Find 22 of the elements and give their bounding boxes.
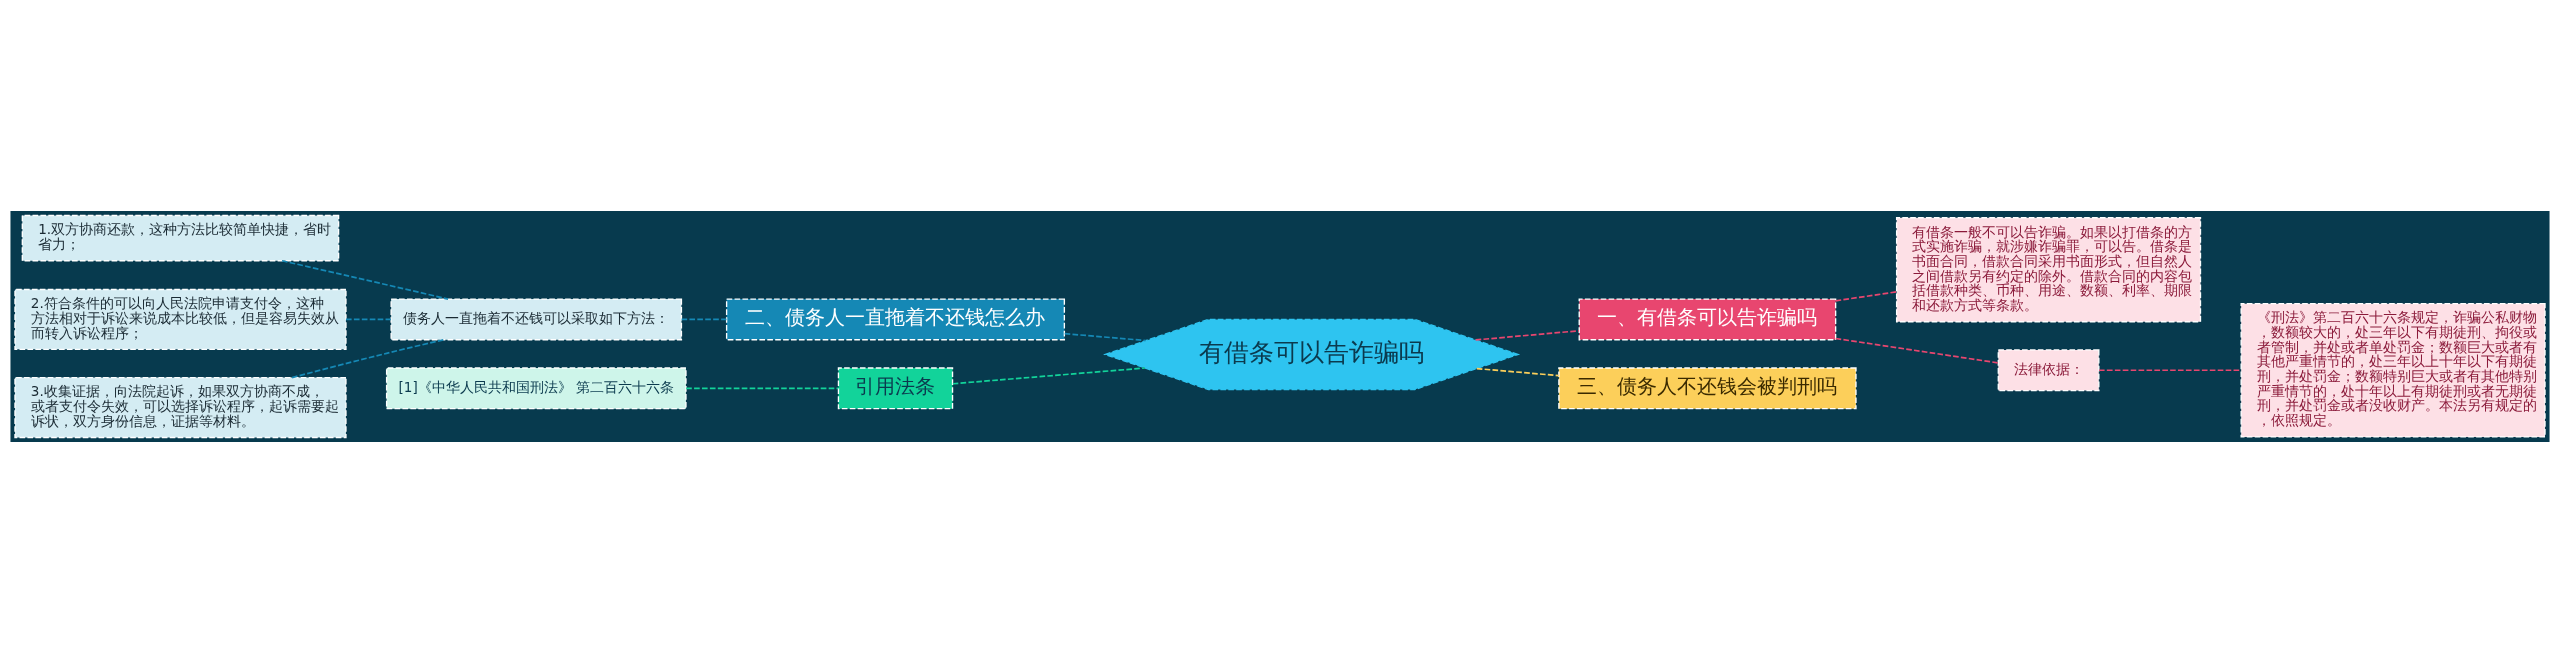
node-box: 一、有借条可以告诈骗吗 [1578,297,1837,340]
node-box: 1.双方协商还款，这种方法比较简单快捷，省时省力； [21,214,340,261]
node-box: 3.收集证据，向法院起诉，如果双方协商不成，或者支付令失效，可以选择诉讼程序，起诉需要起诉状，双方身份信息，证据等材料。 [14,376,347,438]
node-box: 《刑法》第二百六十六条规定，诈骗公私财物，数额较大的，处三年以下有期徒刑、拘役或者管制，并处或者单处罚金；数额巨大或者有其他严重情节的，处三年以上十年以下有期徒刑，并处罚金；数额特别巨大或者有其他特别严重情节的，处十年以上有期徒刑或者无期徒刑，并处罚金或者没收财产。本法另有规定的，依照规定。 [2240,302,2546,438]
connector [1063,332,1147,341]
connector [952,366,1146,385]
connector [680,318,728,320]
connector [1834,337,1999,364]
connector [1474,329,1580,341]
node-box: 有借条一般不可以告诈骗。如果以打借条的方式实施诈骗，就涉嫌诈骗罪，可以告。借条是书面合同，借款合同采用书面形式，但自然人之间借款另有约定的除外。借款合同的内容包括借款种类、币种、用途、数额、利率、期限和还款方式等条款。 [1895,216,2202,322]
connector [345,318,392,320]
connector [685,387,840,389]
node-box: 引用法条 [837,366,954,409]
node-box: 二、债务人一直拖着不还钱怎么办 [725,297,1066,340]
connector [2098,368,2242,371]
node-box: [1]《中华人民共和国刑法》 第二百六十六条 [385,366,687,409]
node-box: 法律依据： [1997,348,2100,391]
node-box: 三、债务人不还钱会被判刑吗 [1558,366,1857,409]
connector [1475,367,1560,376]
node-box: 2.符合条件的可以向人民法院申请支付令，这种方法相对于诉讼来说成本比较低，但是容易失效从而转入诉讼程序； [14,288,347,350]
node-box: 债务人一直拖着不还钱可以采取如下方法： [390,297,683,340]
connector [1834,290,1898,302]
